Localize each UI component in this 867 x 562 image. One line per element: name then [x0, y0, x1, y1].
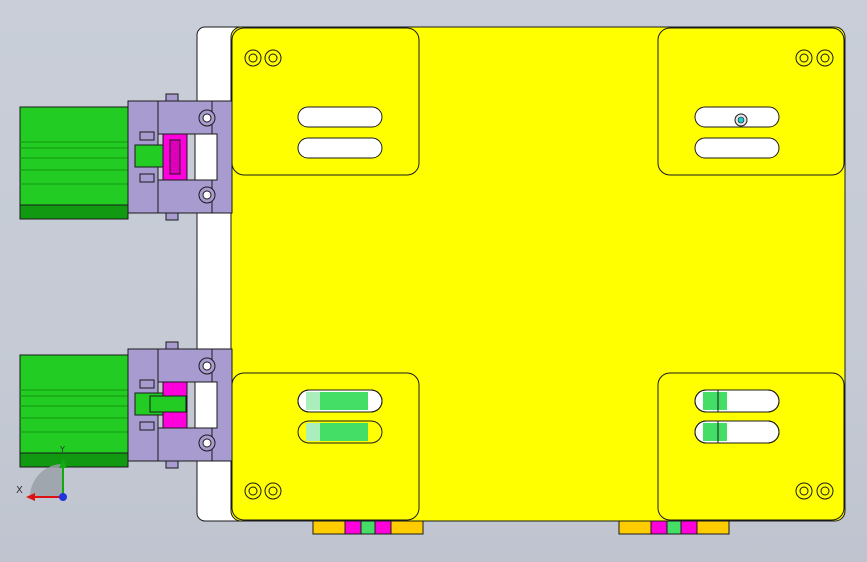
bottom-foot-right [618, 520, 730, 535]
z-axis-dot [59, 493, 67, 501]
motor-shaft [134, 144, 168, 168]
slot-pair-top-right [694, 106, 780, 159]
slot-pair-top-left [297, 106, 383, 159]
motor-body [19, 106, 129, 220]
slot-pin-light [306, 392, 320, 410]
slot [297, 137, 383, 159]
motor-assembly-bottom [19, 341, 233, 469]
slot [694, 137, 780, 159]
slot-pin-green [306, 392, 368, 410]
axis-x-label: X [16, 485, 23, 496]
screw-holes [244, 49, 834, 500]
axis-y-label: Y [60, 445, 65, 454]
slot-pair-bottom-right [694, 389, 780, 444]
locator-pin-center [737, 116, 745, 124]
slot-pin-green [703, 392, 727, 410]
slot-pin-light [306, 423, 320, 441]
slot-pair-bottom-left [297, 389, 383, 444]
motor-assembly-top [19, 93, 233, 221]
axis-triad [26, 459, 67, 501]
slot [297, 420, 383, 444]
slot-pin-green [703, 423, 727, 441]
bottom-foot-left [312, 520, 424, 535]
triad-quarter-disc [30, 464, 63, 497]
slot-pin-green [306, 423, 368, 441]
slot [297, 106, 383, 128]
motor-body [19, 354, 129, 468]
